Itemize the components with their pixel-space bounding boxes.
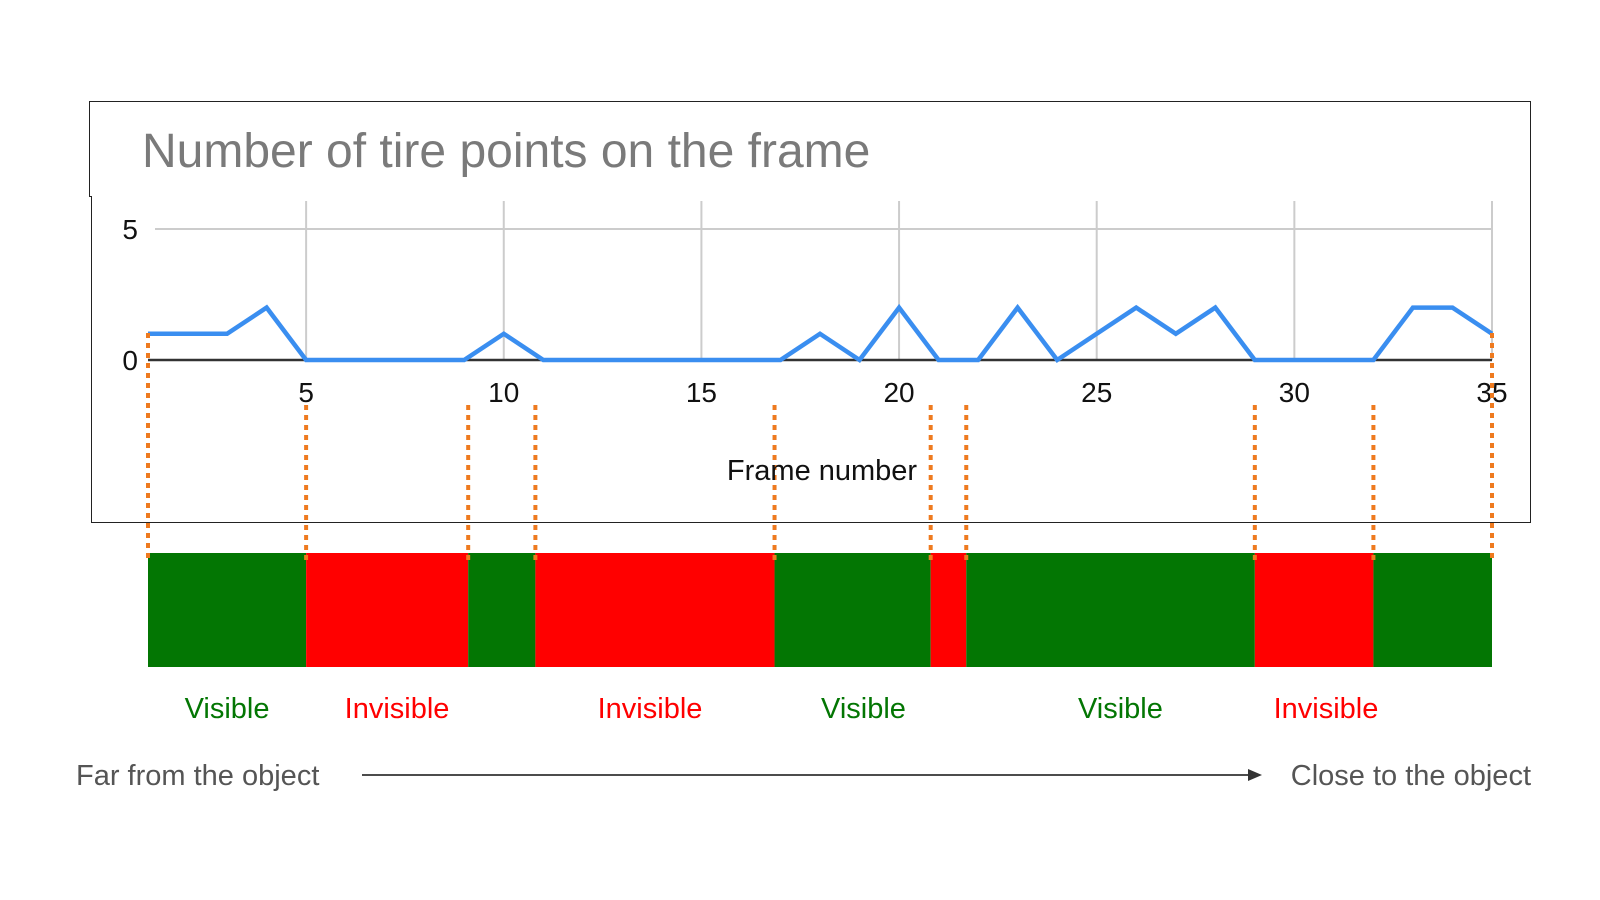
segment-invisible-1: [306, 553, 469, 667]
segment-visible-4: [774, 553, 931, 667]
chart-title-box: Number of tire points on the frame: [89, 101, 1531, 197]
segment-label-5: Invisible: [1274, 693, 1379, 725]
x-tick-label-20: 20: [883, 377, 914, 408]
x-axis-label: Frame number: [727, 455, 918, 487]
visibility-bar: [148, 553, 1492, 667]
x-tick-label-5: 5: [298, 377, 314, 408]
segment-invisible-3: [535, 553, 775, 667]
segment-label-3: Visible: [821, 693, 906, 725]
segment-invisible-7: [1254, 553, 1374, 667]
segment-label-0: Visible: [185, 693, 270, 725]
x-tick-label-10: 10: [488, 377, 519, 408]
direction-arrow-head: [1248, 769, 1262, 781]
segment-label-1: Invisible: [345, 693, 450, 725]
segment-visible-2: [468, 553, 536, 667]
x-tick-label-25: 25: [1081, 377, 1112, 408]
caption-far: Far from the object: [76, 760, 319, 792]
boundary-lines: [146, 333, 1494, 561]
x-tick-label-30: 30: [1279, 377, 1310, 408]
caption-close: Close to the object: [1291, 760, 1531, 792]
series-layer: [147, 303, 1494, 364]
segment-label-4: Visible: [1078, 693, 1163, 725]
segment-visible-0: [148, 553, 307, 667]
axis-layer: 0 5 5 10 15 20 25 30 35: [122, 214, 1507, 408]
segment-label-2: Invisible: [598, 693, 703, 725]
x-tick-label-15: 15: [686, 377, 717, 408]
label-layer: Frame number Visible Invisible Invisible Vi…: [185, 455, 1379, 725]
x-tick-label-35: 35: [1476, 377, 1507, 408]
chart-title: Number of tire points on the frame: [142, 125, 871, 178]
segment-invisible-5: [930, 553, 967, 667]
y-tick-label-0: 0: [122, 345, 138, 376]
segment-visible-8: [1373, 553, 1492, 667]
y-tick-label-5: 5: [122, 214, 138, 245]
distance-caption: Far from the object Close to the object: [76, 760, 1531, 792]
segment-visible-6: [966, 553, 1255, 667]
